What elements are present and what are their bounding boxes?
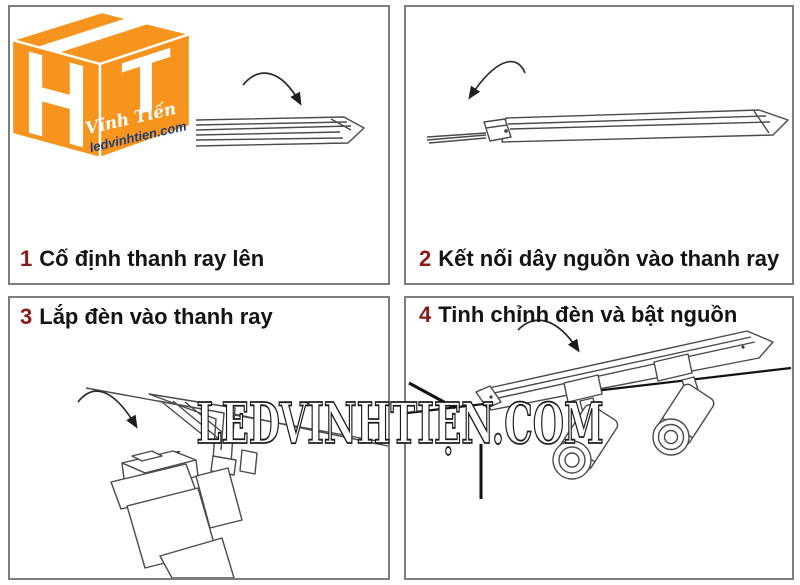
- step3-number: 3: [20, 304, 33, 329]
- step3-label: Lắp đèn vào thanh ray: [39, 304, 273, 329]
- step1-number: 1: [20, 245, 33, 271]
- curved-arrow-down-icon: [517, 319, 580, 353]
- power-wires: [426, 132, 487, 144]
- step3-illustration: [77, 387, 388, 578]
- brand-logo: H T Vĩnh Tiến ledvinhtien.com: [10, 10, 192, 162]
- step1-label: Cố định thanh ray lên: [39, 245, 265, 271]
- curved-arrow-down-icon: [77, 390, 138, 429]
- curved-arrow-down-left-icon: [468, 60, 526, 100]
- step4-illustration: [406, 319, 792, 499]
- step2-label: Kết nối dây nguồn vào thanh ray: [438, 245, 780, 271]
- step1-illustration: [195, 72, 365, 147]
- track-rail-drawing: [475, 330, 774, 411]
- logo-letter-h: H: [23, 24, 89, 162]
- wire-connector: [483, 118, 512, 142]
- ceiling-lines: [85, 387, 388, 447]
- spotlight-right: [652, 383, 715, 456]
- logo-box-right-face: [98, 32, 192, 160]
- spotlight-left: [552, 404, 619, 480]
- step4-number: 4: [419, 302, 432, 327]
- track-rail-drawing: [501, 109, 789, 143]
- step4-label: Tinh chỉnh đèn và bật nguồn: [438, 302, 738, 327]
- step2-illustration: [426, 60, 789, 144]
- logo-letter-t: T: [121, 30, 171, 138]
- track-rail-drawing: [195, 116, 365, 147]
- step2-number: 2: [419, 245, 432, 271]
- track-bracket-cross-section: [148, 393, 258, 476]
- logo-box-tape-stripe: [37, 18, 148, 53]
- curved-arrow-down-icon: [242, 72, 302, 106]
- lamp-body: [110, 463, 243, 578]
